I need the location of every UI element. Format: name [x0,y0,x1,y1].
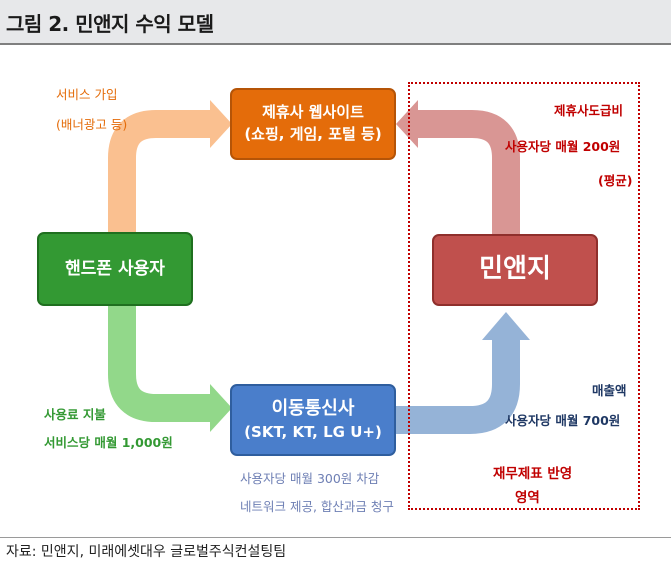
arrow-user-to-partner [108,110,214,232]
label-partner-fee: 제휴사도급비 [554,103,624,118]
arrow-head-user-to-telco [210,384,232,432]
telco-line1: 이동통신사 [271,398,355,420]
label-partner-fee-amount: 사용자당 매월 200원 [505,139,621,154]
node-minanji: 민앤지 [432,234,598,306]
source-note: 자료: 민앤지, 미래에셋대우 글로벌주식컨설팅팀 [6,544,287,560]
partner-line2: (쇼핑, 게임, 포털 등) [244,125,382,143]
label-financial-statement: 재무제표 반영 [493,466,573,482]
financial-statement-region [408,82,640,510]
arrow-head-minanji-to-partner [396,100,418,148]
label-area: 영역 [515,490,540,506]
node-partner-website: 제휴사 웹사이트 (쇼핑, 게임, 포털 등) [230,88,396,160]
source-divider [0,537,671,538]
node-telco: 이동통신사 (SKT, KT, LG U+) [230,384,396,456]
title-bar: 그림 2. 민앤지 수익 모델 [0,0,671,45]
label-service-join: 서비스 가입 [56,87,118,102]
minanji-label: 민앤지 [479,254,551,285]
arrow-telco-to-minanji [396,336,520,434]
label-revenue-amount: 사용자당 매월 700원 [505,413,621,428]
figure-title: 그림 2. 민앤지 수익 모델 [6,12,214,36]
label-fee-per-service: 서비스당 매월 1,000원 [44,435,173,450]
label-average: (평균) [598,173,633,188]
label-telco-network: 네트워크 제공, 합산과금 청구 [240,499,394,514]
label-telco-deduction: 사용자당 매월 300원 차감 [240,471,380,486]
label-revenue: 매출액 [592,383,627,398]
user-label: 핸드폰 사용자 [65,258,165,279]
arrow-minanji-to-partner [414,110,520,234]
telco-line2: (SKT, KT, LG U+) [244,423,382,442]
label-banner-ads: (배너광고 등) [56,117,128,132]
arrow-user-to-telco [108,306,214,422]
node-phone-user: 핸드폰 사용자 [37,232,193,306]
label-fee-paid: 사용료 지불 [44,407,106,422]
arrow-head-user-to-partner [210,100,232,148]
partner-line1: 제휴사 웹사이트 [262,103,364,122]
arrow-head-telco-to-minanji [482,312,530,340]
